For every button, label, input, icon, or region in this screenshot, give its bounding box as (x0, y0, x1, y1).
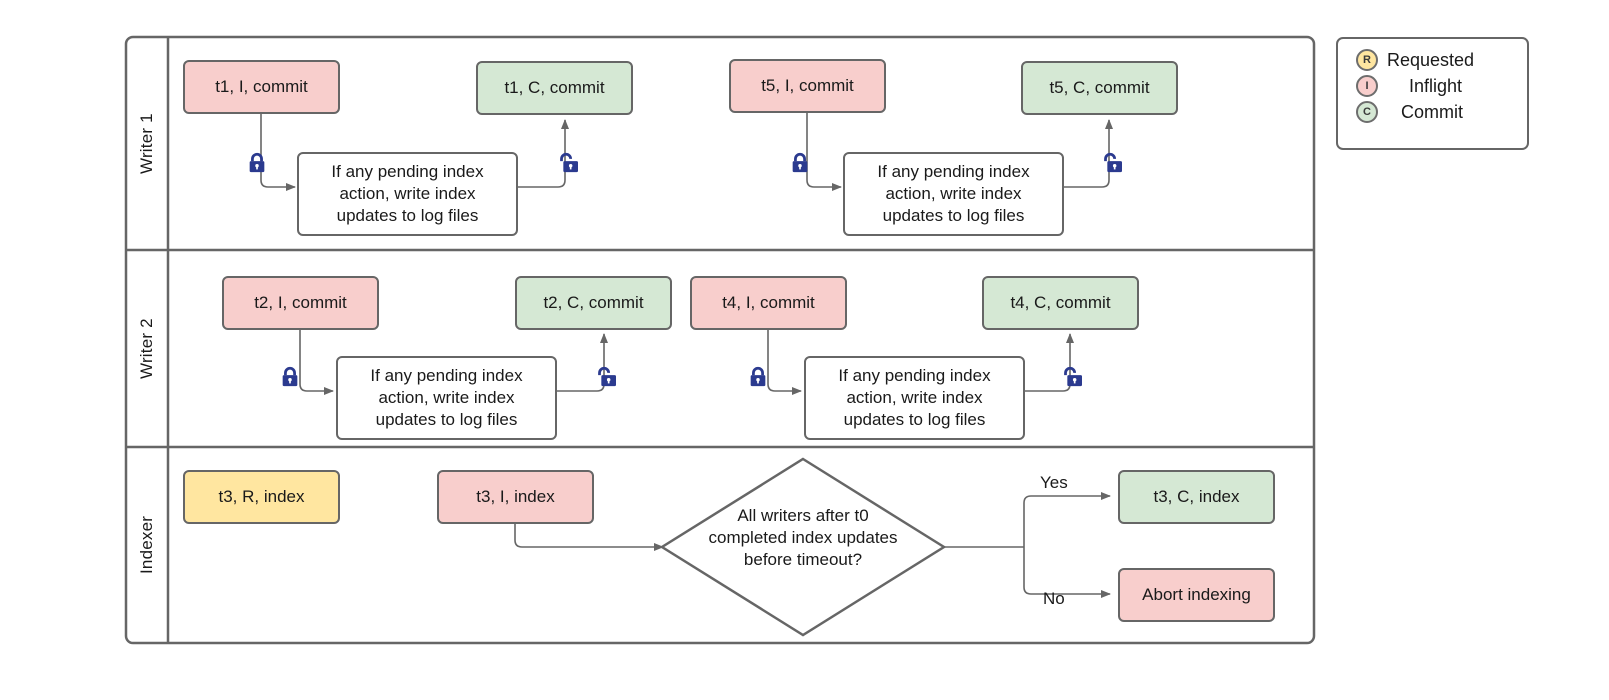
node-w1-t5-inflight[interactable]: t5, I, commit (729, 59, 886, 113)
edge-ix-inflight-to-decision (514, 524, 664, 551)
node-ix-t3-inflight[interactable]: t3, I, index (437, 470, 594, 524)
edge-decision-no (1023, 547, 1111, 598)
node-ix-t3-commit[interactable]: t3, C, index (1118, 470, 1275, 524)
indexer-connectors (514, 457, 1111, 637)
edge-label-yes: Yes (1040, 473, 1068, 492)
lane-label-indexer: Indexer (137, 515, 156, 575)
edge-w1-t5-to-process2 (806, 113, 842, 191)
node-w1-t1-inflight[interactable]: t1, I, commit (183, 60, 340, 114)
node-w1-process-1[interactable]: If any pending index action, write index… (297, 152, 518, 236)
edge-w1-process1-to-commit (518, 119, 569, 188)
node-w1-t1-commit[interactable]: t1, C, commit (476, 61, 633, 115)
node-w2-process-1[interactable]: If any pending index action, write index… (336, 356, 557, 440)
edge-decision-yes (1023, 492, 1111, 547)
writer1-connectors (260, 113, 1113, 191)
edge-w1-t1-to-process1 (260, 114, 296, 191)
lock-open-icon (1064, 366, 1082, 387)
lock-open-icon (560, 152, 578, 173)
node-w2-t4-commit[interactable]: t4, C, commit (982, 276, 1139, 330)
edge-w2-t4-to-process2 (767, 329, 802, 395)
lock-open-icon (1104, 152, 1122, 173)
legend-badge-commit: C (1356, 101, 1378, 123)
edge-w2-t2-to-process1 (299, 329, 334, 395)
legend-panel: R Requested I Inflight C Commit (1336, 37, 1529, 150)
node-w2-t2-inflight[interactable]: t2, I, commit (222, 276, 379, 330)
legend-item-requested: R Requested (1356, 47, 1517, 73)
node-ix-abort[interactable]: Abort indexing (1118, 568, 1275, 622)
decision-label: All writers after t0 completed index upd… (708, 506, 898, 570)
swimlane-pool (124, 35, 1316, 645)
pool-outline (124, 35, 1316, 645)
node-ix-t3-requested[interactable]: t3, R, index (183, 470, 340, 524)
decision-diamond (659, 457, 947, 637)
node-w1-t5-commit[interactable]: t5, C, commit (1021, 61, 1178, 115)
edge-w1-process2-to-commit (1064, 119, 1113, 188)
node-w2-process-2[interactable]: If any pending index action, write index… (804, 356, 1025, 440)
node-w2-t2-commit[interactable]: t2, C, commit (515, 276, 672, 330)
lane-label-writer2: Writer 2 (137, 318, 156, 379)
lock-closed-icon (249, 152, 265, 173)
node-w1-process-2[interactable]: If any pending index action, write index… (843, 152, 1064, 236)
lock-open-icon (598, 366, 616, 387)
lock-closed-icon (282, 366, 298, 387)
legend-label-inflight: Inflight (1409, 75, 1463, 96)
legend-label-commit: Commit (1401, 101, 1463, 122)
lock-closed-icon (792, 152, 808, 173)
legend-badge-inflight: I (1356, 75, 1378, 97)
lock-closed-icon (750, 366, 766, 387)
legend-badge-requested: R (1356, 49, 1378, 71)
legend-label-requested: Requested (1387, 49, 1475, 70)
legend-item-inflight: I Inflight (1356, 73, 1517, 99)
lane-label-writer1: Writer 1 (137, 113, 156, 174)
legend-item-commit: C Commit (1356, 99, 1517, 125)
node-w2-t4-inflight[interactable]: t4, I, commit (690, 276, 847, 330)
edge-label-no: No (1043, 589, 1065, 608)
